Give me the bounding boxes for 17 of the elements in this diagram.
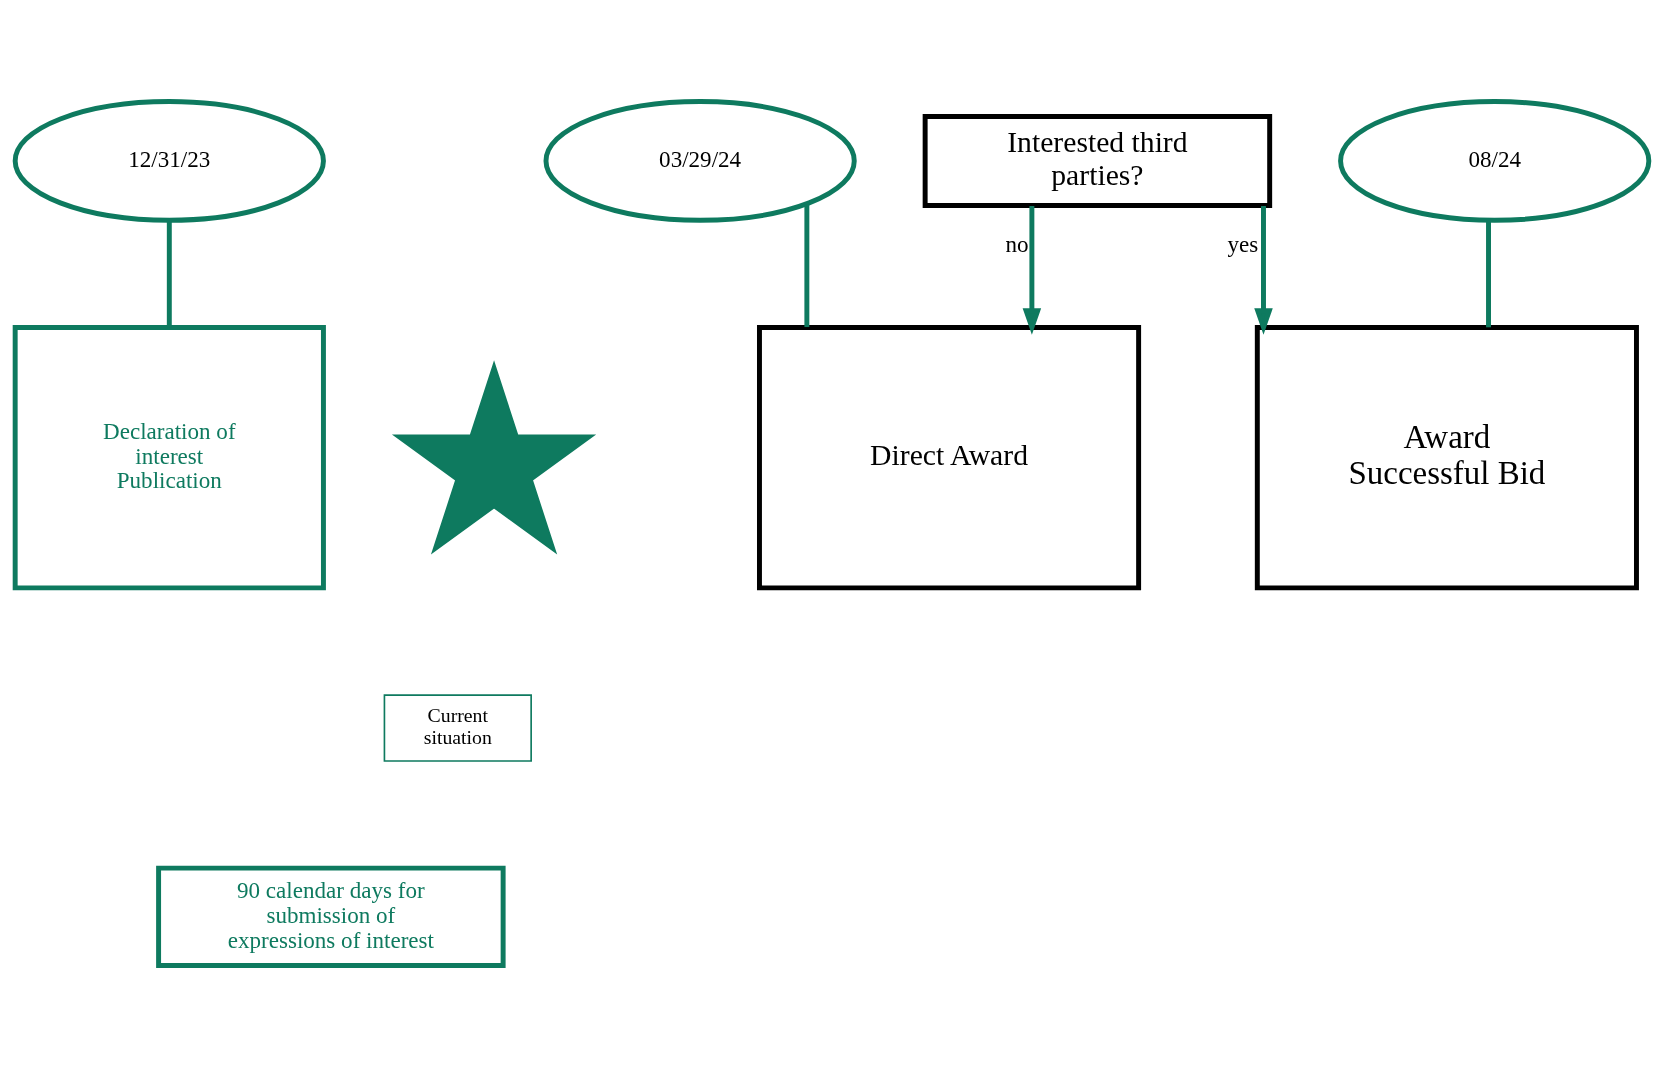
- node-ellipse: 12/31/23: [12, 99, 326, 223]
- connector: [166, 221, 172, 328]
- edge-label: yes: [1227, 231, 1259, 258]
- node-box: Declaration of interest Publication: [12, 324, 326, 591]
- arrow: [1022, 206, 1042, 335]
- arrow: [1254, 206, 1273, 335]
- node-box: 90 calendar days for submission of expressions of interest: [156, 865, 506, 968]
- node-box: Interested third parties?: [922, 113, 1273, 208]
- node-star: [391, 360, 597, 555]
- connector: [1486, 220, 1491, 328]
- connector: [804, 204, 810, 328]
- node-box: Award Successful Bid: [1254, 324, 1639, 591]
- edge-label: no: [1005, 231, 1029, 258]
- node-ellipse: 08/24: [1338, 99, 1652, 223]
- node-box: Direct Award: [757, 324, 1142, 591]
- node-ellipse: 03/29/24: [543, 99, 857, 223]
- node-box: Current situation: [383, 694, 532, 762]
